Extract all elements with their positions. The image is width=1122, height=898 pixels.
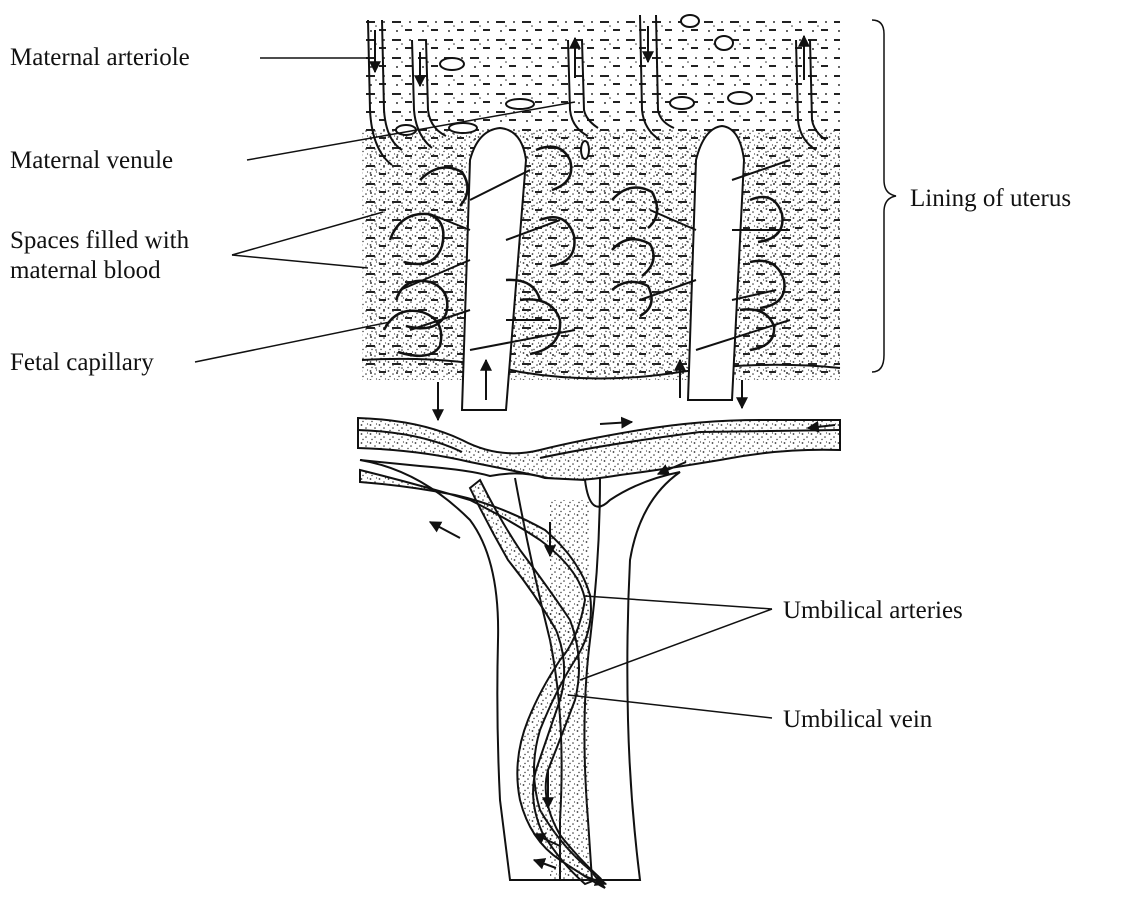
label-maternal-venule: Maternal venule (10, 146, 173, 176)
label-spaces-line1: Spaces filled with (10, 226, 189, 256)
label-umbilical-arteries: Umbilical arteries (783, 596, 963, 626)
label-spaces-maternal-blood: Spaces filled with maternal blood (10, 226, 189, 286)
label-maternal-arteriole: Maternal arteriole (10, 43, 190, 73)
label-fetal-capillary: Fetal capillary (10, 348, 154, 378)
label-lining-of-uterus: Lining of uterus (910, 184, 1071, 214)
label-spaces-line2: maternal blood (10, 256, 189, 286)
label-umbilical-vein: Umbilical vein (783, 705, 932, 735)
